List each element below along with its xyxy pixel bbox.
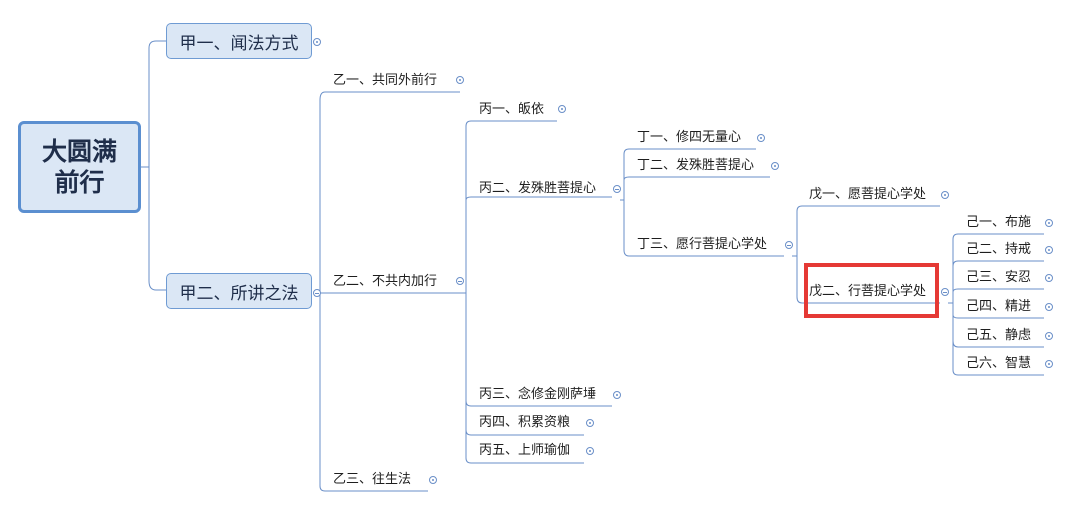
expand-icon-ji6[interactable] bbox=[1045, 360, 1053, 368]
topic-jia2[interactable]: 甲二、所讲之法 bbox=[166, 273, 312, 309]
expand-icon-bing5[interactable] bbox=[586, 447, 594, 455]
topic-ji6[interactable]: 己六、智慧 bbox=[966, 356, 1032, 371]
expand-icon-ji4[interactable] bbox=[1045, 303, 1053, 311]
topic-yi1[interactable]: 乙一、共同外前行 bbox=[333, 73, 438, 88]
expand-icon-ji1[interactable] bbox=[1045, 219, 1053, 227]
collapse-icon-bing2[interactable] bbox=[613, 185, 621, 193]
topic-bing5[interactable]: 丙五、上师瑜伽 bbox=[479, 443, 571, 458]
collapse-icon-yi2[interactable] bbox=[456, 277, 464, 285]
topic-bing2[interactable]: 丙二、发殊胜菩提心 bbox=[479, 181, 597, 196]
topic-ding2[interactable]: 丁二、发殊胜菩提心 bbox=[637, 158, 755, 173]
collapse-icon-ding3[interactable] bbox=[785, 241, 793, 249]
topic-bing1[interactable]: 丙一、皈依 bbox=[479, 102, 545, 117]
expand-icon-jia1[interactable] bbox=[313, 38, 321, 46]
expand-icon-yi1[interactable] bbox=[456, 76, 464, 84]
topic-yi3[interactable]: 乙三、往生法 bbox=[333, 472, 412, 487]
expand-icon-yi3[interactable] bbox=[429, 476, 437, 484]
root-topic-line1: 大圆满 bbox=[41, 137, 117, 166]
expand-icon-ji5[interactable] bbox=[1045, 332, 1053, 340]
topic-ji2[interactable]: 己二、持戒 bbox=[966, 242, 1032, 257]
topic-ji4[interactable]: 己四、精进 bbox=[966, 299, 1032, 314]
expand-icon-ji2[interactable] bbox=[1045, 246, 1053, 254]
expand-icon-ding2[interactable] bbox=[771, 162, 779, 170]
topic-jia2-label: 甲二、所讲之法 bbox=[179, 283, 299, 304]
topic-ji3[interactable]: 己三、安忍 bbox=[966, 270, 1032, 285]
highlight-box bbox=[804, 263, 939, 318]
topic-bing3[interactable]: 丙三、念修金刚萨埵 bbox=[479, 387, 597, 402]
expand-icon-bing3[interactable] bbox=[613, 391, 621, 399]
topic-jia1[interactable]: 甲一、闻法方式 bbox=[166, 23, 312, 59]
topic-ding1[interactable]: 丁一、修四无量心 bbox=[637, 130, 742, 145]
collapse-icon-wu2[interactable] bbox=[941, 288, 949, 296]
expand-icon-bing1[interactable] bbox=[558, 105, 566, 113]
collapse-icon-jia2[interactable] bbox=[313, 289, 321, 297]
topic-bing4[interactable]: 丙四、积累资粮 bbox=[479, 415, 571, 430]
topic-yi2[interactable]: 乙二、不共内加行 bbox=[333, 274, 438, 289]
topic-ji1[interactable]: 己一、布施 bbox=[966, 215, 1032, 230]
topic-ding3[interactable]: 丁三、愿行菩提心学处 bbox=[637, 237, 768, 252]
expand-icon-wu1[interactable] bbox=[941, 191, 949, 199]
root-topic[interactable]: 大圆满 前行 bbox=[18, 121, 141, 213]
expand-icon-ji3[interactable] bbox=[1045, 274, 1053, 282]
expand-icon-bing4[interactable] bbox=[586, 419, 594, 427]
topic-jia1-label: 甲一、闻法方式 bbox=[179, 33, 299, 54]
root-topic-line2: 前行 bbox=[54, 168, 105, 197]
expand-icon-ding1[interactable] bbox=[757, 134, 765, 142]
topic-ji5[interactable]: 己五、静虑 bbox=[966, 328, 1032, 343]
topic-wu1[interactable]: 戊一、愿菩提心学处 bbox=[809, 187, 927, 202]
topic-wu2[interactable]: 戊二、行菩提心学处 bbox=[809, 284, 927, 299]
